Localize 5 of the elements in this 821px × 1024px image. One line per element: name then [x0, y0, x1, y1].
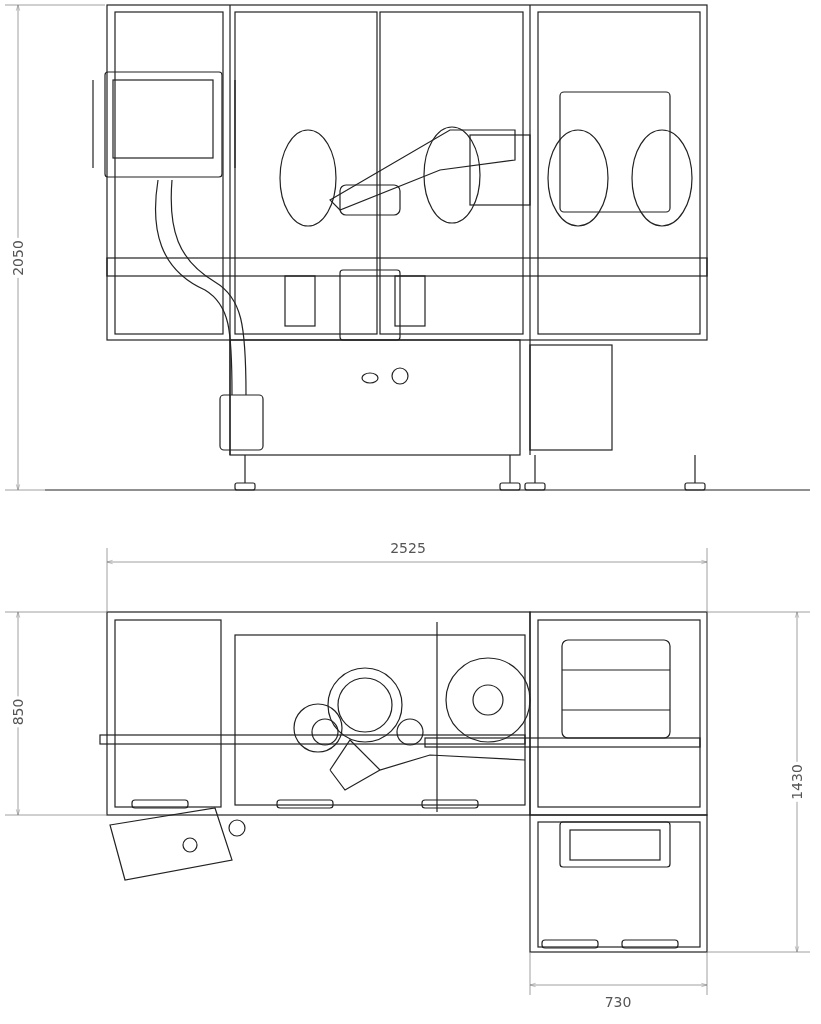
dimension-label: 730: [602, 995, 634, 1009]
dimension-label: 2525: [388, 541, 428, 555]
dimension-label: 1430: [790, 762, 804, 802]
dimension-label: 850: [11, 696, 25, 728]
dimension-label: 2050: [11, 238, 25, 278]
